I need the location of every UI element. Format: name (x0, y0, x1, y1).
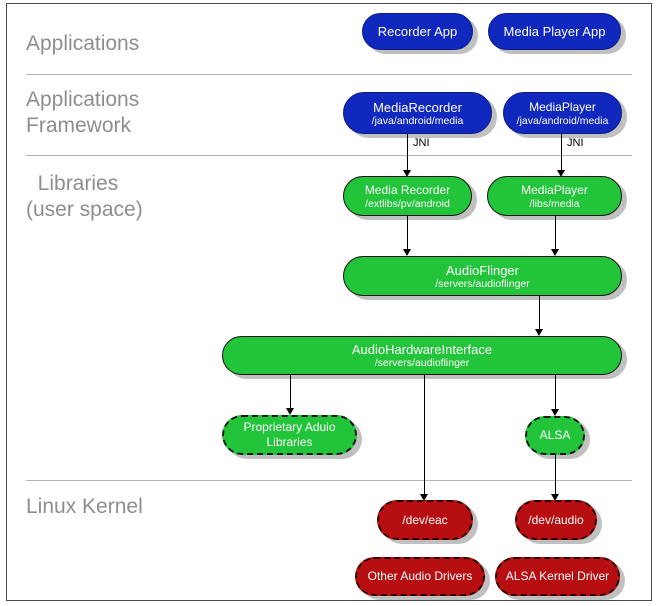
arrowhead-ahi-to-dev-eac (420, 494, 428, 501)
mediaplayer-lib[interactable]: MediaPlayer /libs/media (487, 176, 622, 216)
layer-label-linux-kernel: Linux Kernel (26, 495, 143, 518)
recorder-app[interactable]: Recorder App (362, 13, 473, 50)
divider-applications-framework (26, 155, 632, 156)
layer-label-applications: Applications (26, 32, 140, 55)
connector-ahi-to-dev-eac (424, 375, 425, 495)
arrowhead-mediaplayer-to-audioflinger (551, 249, 559, 256)
mediaplayer-framework-path: /java/android/media (516, 114, 609, 127)
mediaplayer-lib-path: /libs/media (529, 197, 580, 210)
other-audio-drivers[interactable]: Other Audio Drivers (355, 557, 485, 596)
media-player-app-title: Media Player App (503, 24, 606, 39)
proprietary-audio-libraries-title: Proprietary Aduio Libraries (243, 420, 336, 449)
audioflinger-path: /servers/audioflinger (435, 277, 530, 290)
dev-eac[interactable]: /dev/eac (377, 500, 473, 540)
arrowhead-jni-player (557, 170, 565, 177)
dev-eac-title: /dev/eac (402, 512, 448, 527)
arrowhead-ahi-to-proprietary-libraries (286, 408, 294, 415)
alsa-kernel-driver[interactable]: ALSA Kernel Driver (495, 557, 620, 596)
edge-label-jni-player: JNI (567, 137, 584, 149)
audioflinger[interactable]: AudioFlinger /servers/audioflinger (343, 256, 622, 296)
edge-label-jni-recorder: JNI (413, 137, 430, 149)
other-audio-drivers-title: Other Audio Drivers (367, 569, 473, 583)
mediarecorder-framework-path: /java/android/media (371, 114, 464, 127)
audioflinger-title: AudioFlinger (446, 262, 519, 278)
divider-applications (26, 74, 632, 75)
mediarecorder-framework[interactable]: MediaRecorder /java/android/media (343, 92, 492, 134)
mediarecorder-framework-title: MediaRecorder (373, 99, 462, 115)
connector-ahi-to-alsa (555, 375, 556, 410)
audiohardwareinterface[interactable]: AudioHardwareInterface /servers/audiofli… (222, 336, 622, 375)
connector-ahi-to-proprietary-libraries (290, 375, 291, 409)
connector-alsa-to-dev-audio (555, 455, 556, 495)
dev-audio[interactable]: /dev/audio (515, 500, 597, 540)
arrowhead-audioflinger-to-audiohardwareinterface (535, 329, 543, 336)
audiohardwareinterface-title: AudioHardwareInterface (351, 342, 493, 357)
alsa[interactable]: ALSA (525, 416, 585, 455)
connector-jni-player (561, 134, 562, 172)
connector-jni-recorder (407, 134, 408, 172)
media-recorder-lib-title: Media Recorder (364, 182, 451, 197)
media-recorder-lib[interactable]: Media Recorder /extlibs/pv/android (343, 176, 472, 216)
arrowhead-media-recorder-to-audioflinger (403, 249, 411, 256)
alsa-kernel-driver-title: ALSA Kernel Driver (505, 569, 610, 583)
layer-label-libraries: Libraries (user space) (26, 172, 143, 221)
recorder-app-title: Recorder App (377, 24, 458, 39)
connector-audioflinger-to-audiohardwareinterface (539, 296, 540, 330)
mediaplayer-framework[interactable]: MediaPlayer /java/android/media (503, 92, 622, 134)
arrowhead-jni-recorder (403, 170, 411, 177)
connector-mediaplayer-to-audioflinger (555, 216, 556, 250)
arrowhead-alsa-to-dev-audio (551, 494, 559, 501)
media-recorder-lib-path: /extlibs/pv/android (365, 197, 450, 210)
divider-libraries (26, 480, 632, 481)
mediaplayer-framework-title: MediaPlayer (529, 99, 596, 114)
layer-label-applications-framework: Applications Framework (26, 88, 140, 137)
dev-audio-title: /dev/audio (528, 512, 584, 527)
connector-media-recorder-to-audioflinger (407, 216, 408, 250)
mediaplayer-lib-title: MediaPlayer (521, 182, 588, 197)
arrowhead-ahi-to-alsa (551, 409, 559, 416)
media-player-app[interactable]: Media Player App (488, 13, 621, 50)
alsa-title: ALSA (539, 428, 571, 442)
audiohardwareinterface-path: /servers/audioflinger (374, 357, 470, 369)
proprietary-audio-libraries[interactable]: Proprietary Aduio Libraries (222, 415, 357, 455)
